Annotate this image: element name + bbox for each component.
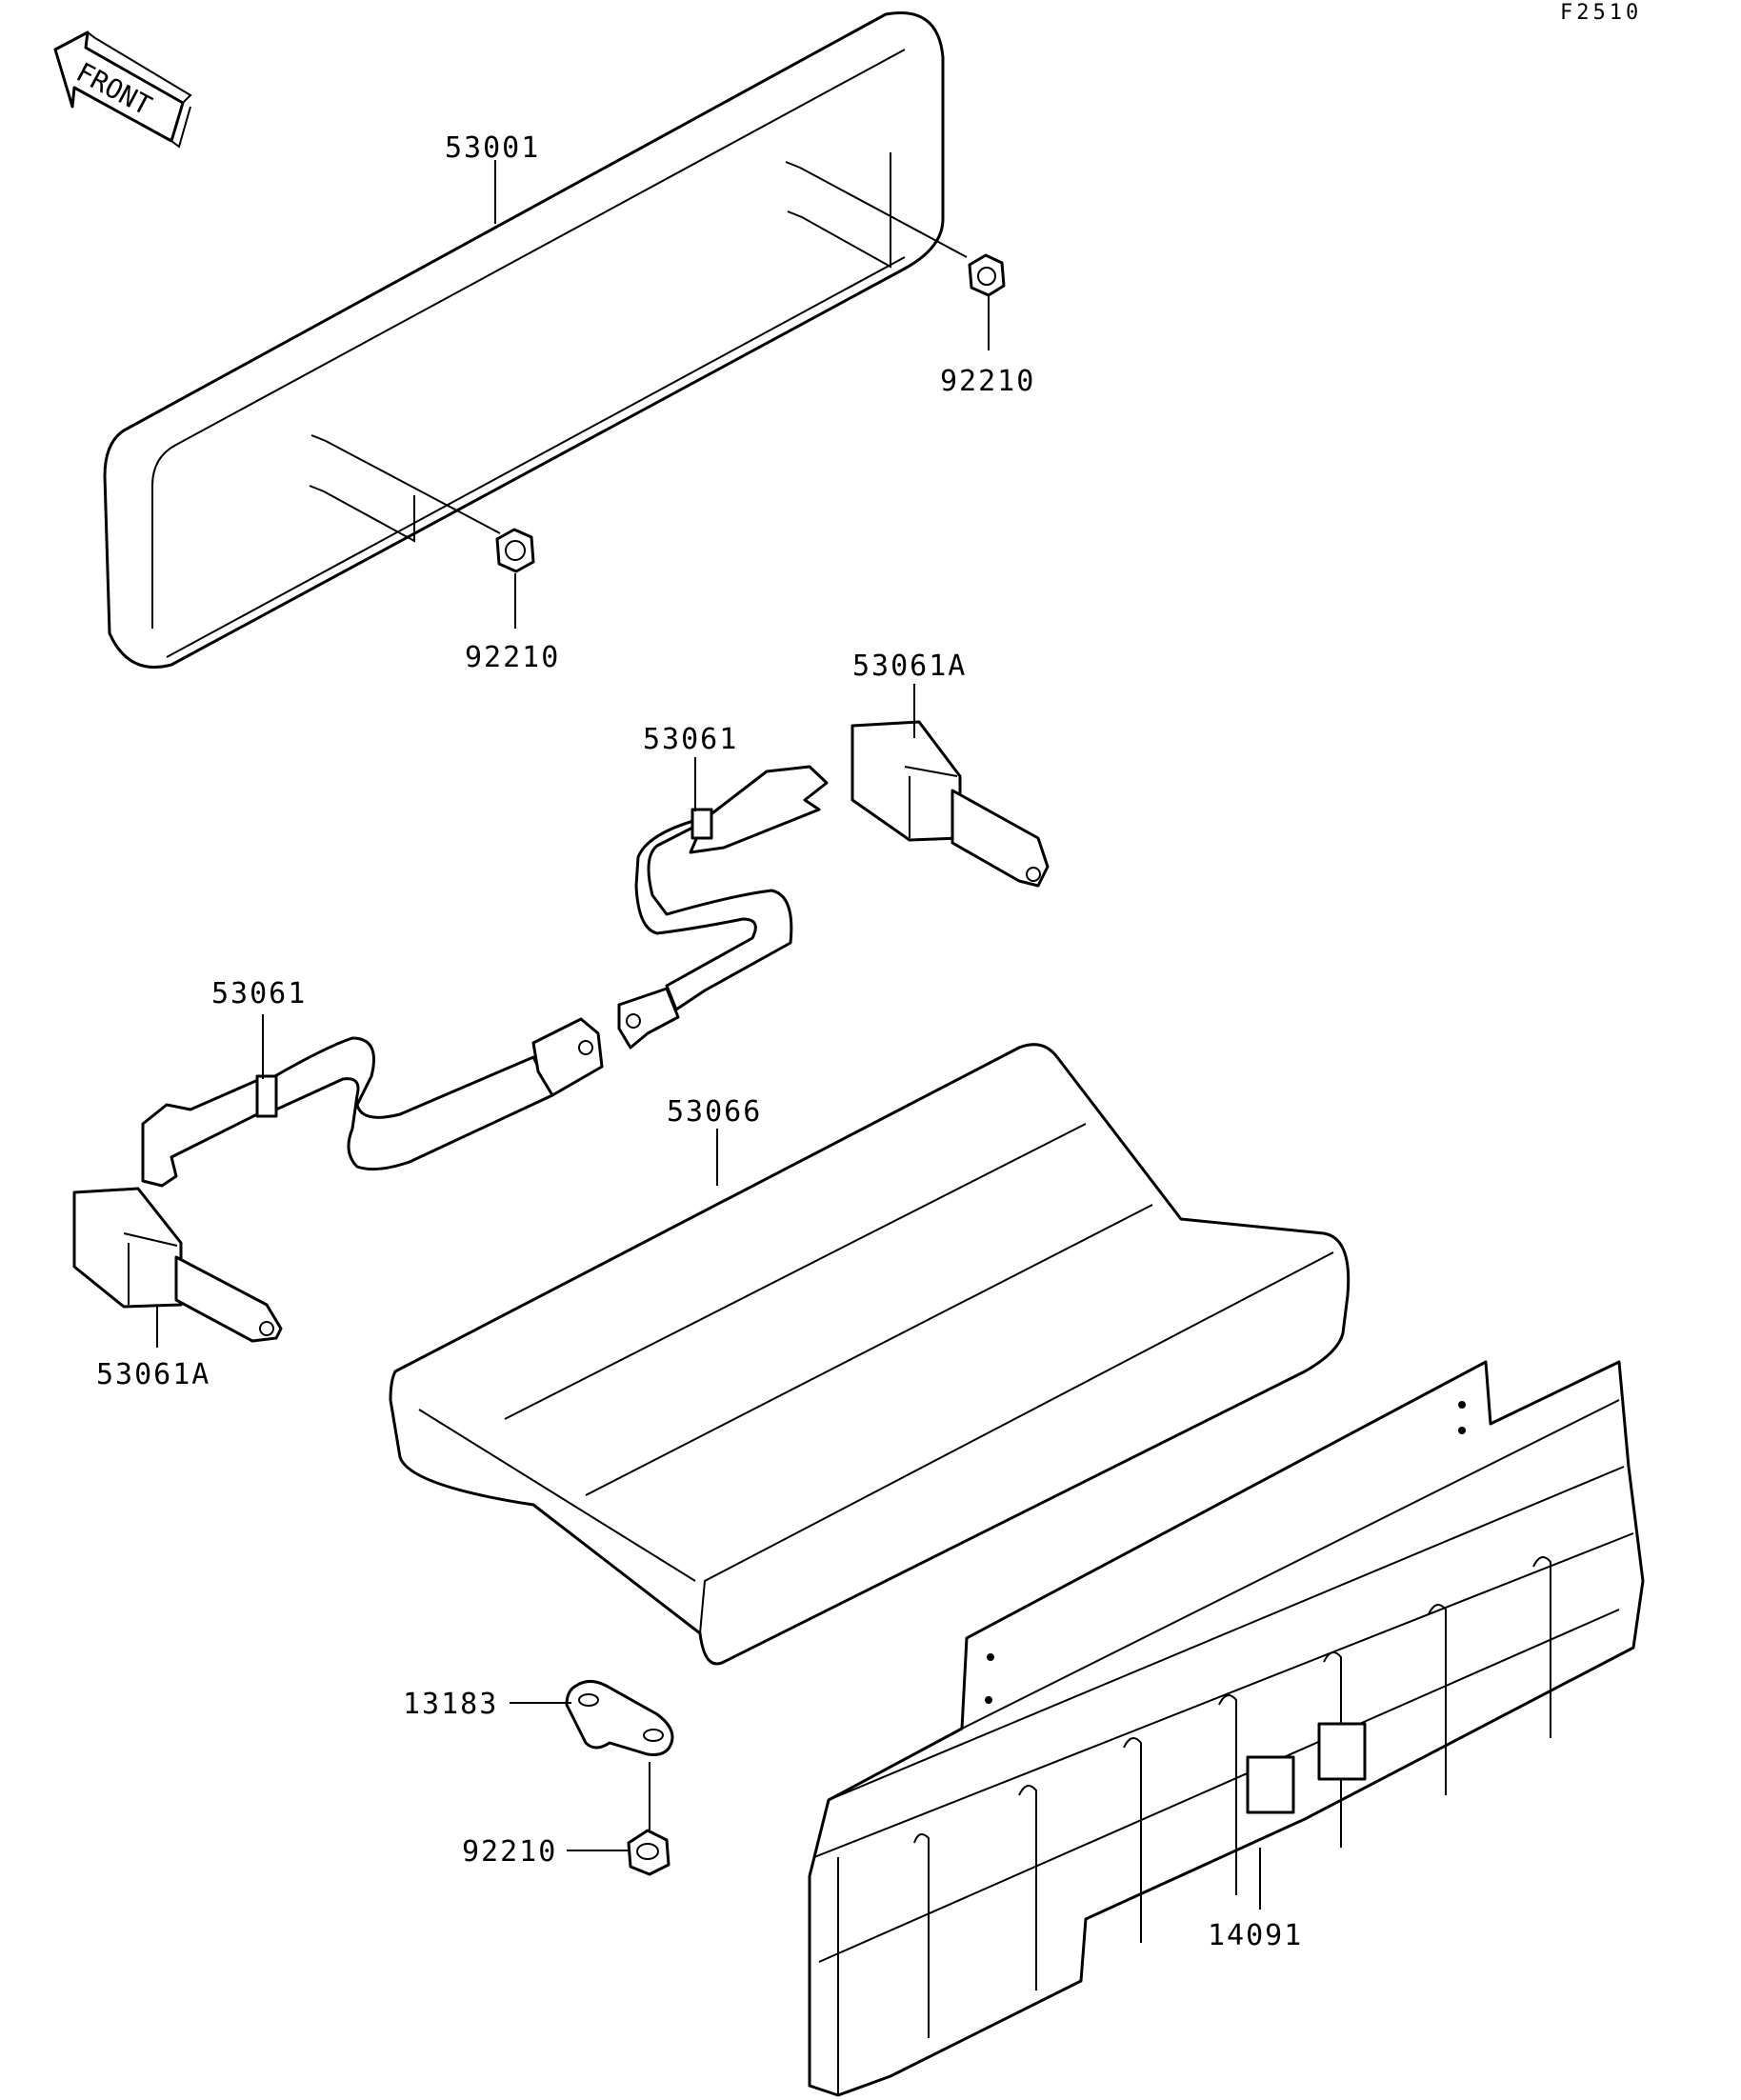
label-92210-top-left: 92210 [465,641,560,674]
label-53061-right: 53061 [643,723,738,756]
guard-panel [808,1360,1645,2097]
label-92210-bottom: 92210 [462,1835,557,1869]
front-arrow-icon: FRONT [53,30,192,149]
label-53061A-left: 53061A [96,1358,210,1391]
figure-id: F2510 [1560,1,1642,25]
belt-right-buckle [850,720,1050,888]
nut-icon [495,528,535,573]
label-53001: 53001 [445,131,540,165]
seat-cushion [389,1043,1351,1666]
label-13183: 13183 [403,1688,498,1721]
nut-icon [968,253,1006,297]
label-53066: 53066 [667,1095,762,1129]
label-53061-left: 53061 [211,977,307,1010]
label-92210-top-right: 92210 [940,365,1035,398]
belt-left [141,1017,604,1188]
belt-right [617,765,829,1050]
nut-icon [627,1829,670,1876]
backrest [103,11,968,670]
label-53061A-right: 53061A [852,650,967,683]
bracket [565,1680,674,1756]
belt-left-buckle [72,1187,283,1343]
leader-lines [156,160,1261,1910]
label-14091: 14091 [1208,1919,1303,1952]
